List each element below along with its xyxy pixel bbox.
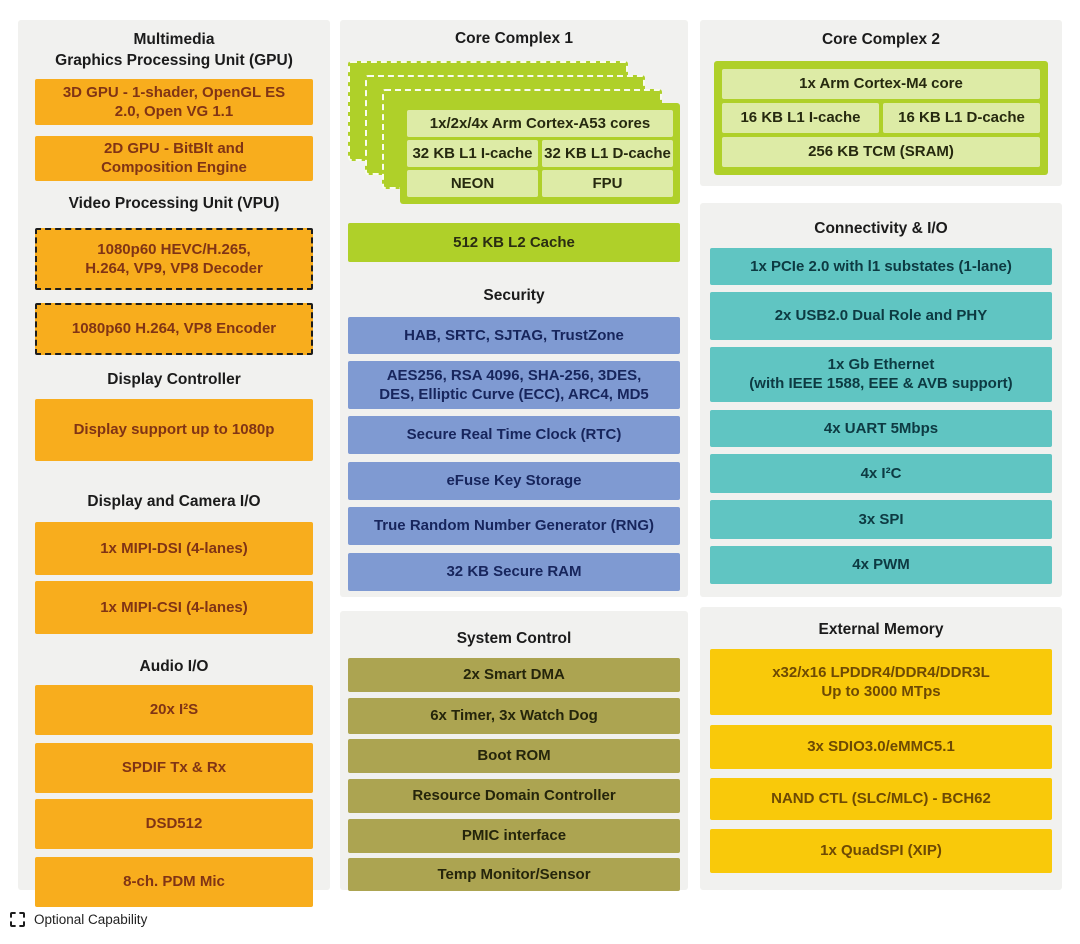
block-resource-domain-controller: Resource Domain Controller (348, 778, 680, 813)
section-title-audio-io: Audio I/O (139, 657, 209, 675)
cell-tcm-sram: 256 KB TCM (SRAM) (722, 136, 1040, 167)
section-title-external-memory: External Memory (818, 621, 944, 638)
block-ethernet: 1x Gb Ethernet (with IEEE 1588, EEE & AV… (710, 346, 1052, 402)
panel-connectivity-io: Connectivity & I/O 1x PCIe 2.0 with l1 s… (700, 203, 1062, 597)
block-spdif: SPDIF Tx & Rx (35, 742, 313, 793)
block-vpu-decoder: 1080p60 HEVC/H.265, H.264, VP9, VP8 Deco… (35, 227, 313, 290)
block-pwm: 4x PWM (710, 545, 1052, 584)
cell-a53-cores: 1x/2x/4x Arm Cortex-A53 cores (407, 109, 673, 137)
block-i2s: 20x I²S (35, 684, 313, 735)
block-secure-ram: 32 KB Secure RAM (348, 552, 680, 591)
block-mipi-dsi: 1x MIPI-DSI (4-lanes) (35, 521, 313, 575)
block-pmic-interface: PMIC interface (348, 818, 680, 853)
block-usb: 2x USB2.0 Dual Role and PHY (710, 291, 1052, 340)
panel-multimedia: Multimedia Graphics Processing Unit (GPU… (18, 20, 330, 907)
block-temp-monitor: Temp Monitor/Sensor (348, 857, 680, 891)
panel-external-memory: External Memory x32/x16 LPDDR4/DDR4/DDR3… (700, 607, 1062, 890)
block-i2c: 4x I²C (710, 453, 1052, 493)
block-spi: 3x SPI (710, 499, 1052, 539)
legend-optional-capability: Optional Capability (10, 912, 147, 927)
block-quadspi: 1x QuadSPI (XIP) (710, 828, 1052, 873)
cc2-card: 1x Arm Cortex-M4 core 16 KB L1 I-cache 1… (714, 60, 1048, 175)
block-efuse-key-storage: eFuse Key Storage (348, 461, 680, 500)
block-lpddr4: x32/x16 LPDDR4/DDR4/DDR3L Up to 3000 MTp… (710, 648, 1052, 715)
cell-m4-l1-icache: 16 KB L1 I-cache (722, 102, 879, 133)
section-title-system-control: System Control (456, 630, 572, 647)
section-title-core-complex-1: Core Complex 1 (454, 30, 573, 47)
section-title-gpu: Multimedia Graphics Processing Unit (GPU… (55, 31, 293, 69)
panel-system-control: System Control 2x Smart DMA 6x Timer, 3x… (340, 611, 688, 891)
block-vpu-encoder: 1080p60 H.264, VP8 Encoder (35, 302, 313, 355)
cell-a53-l1-icache: 32 KB L1 I-cache (407, 139, 538, 167)
block-dsd512: DSD512 (35, 798, 313, 849)
block-boot-rom: Boot ROM (348, 738, 680, 773)
block-display-support: Display support up to 1080p (35, 398, 313, 461)
section-title-display-camera-io: Display and Camera I/O (87, 492, 261, 510)
block-timer-watchdog: 6x Timer, 3x Watch Dog (348, 697, 680, 734)
section-title-vpu: Video Processing Unit (VPU) (68, 194, 280, 212)
block-pdm-mic: 8-ch. PDM Mic (35, 856, 313, 907)
section-title-connectivity-io: Connectivity & I/O (814, 220, 948, 237)
block-secure-rtc: Secure Real Time Clock (RTC) (348, 415, 680, 454)
block-nand-ctl: NAND CTL (SLC/MLC) - BCH62 (710, 777, 1052, 820)
block-hab-trustzone: HAB, SRTC, SJTAG, TrustZone (348, 316, 680, 354)
cell-a53-l1-dcache: 32 KB L1 D-cache (542, 139, 673, 167)
section-title-security: Security (483, 286, 545, 304)
block-crypto-engines: AES256, RSA 4096, SHA-256, 3DES, DES, El… (348, 360, 680, 409)
block-3d-gpu: 3D GPU - 1-shader, OpenGL ES 2.0, Open V… (35, 78, 313, 125)
block-smart-dma: 2x Smart DMA (348, 657, 680, 692)
block-rng: True Random Number Generator (RNG) (348, 506, 680, 545)
block-mipi-csi: 1x MIPI-CSI (4-lanes) (35, 580, 313, 634)
optional-capability-icon (10, 912, 25, 927)
section-title-core-complex-2: Core Complex 2 (821, 31, 940, 48)
block-sdio-emmc: 3x SDIO3.0/eMMC5.1 (710, 724, 1052, 769)
legend-optional-label: Optional Capability (34, 912, 148, 927)
section-title-display-controller: Display Controller (107, 370, 241, 388)
panel-core-complex-2: Core Complex 2 1x Arm Cortex-M4 core 16 … (700, 20, 1062, 186)
core-complex-1-stack: 1x/2x/4x Arm Cortex-A53 cores 32 KB L1 I… (348, 60, 680, 204)
cell-neon: NEON (407, 169, 538, 197)
cell-fpu: FPU (542, 169, 673, 197)
cc1-card: 1x/2x/4x Arm Cortex-A53 cores 32 KB L1 I… (400, 102, 680, 204)
block-pcie: 1x PCIe 2.0 with l1 substates (1-lane) (710, 247, 1052, 285)
cell-m4-core: 1x Arm Cortex-M4 core (722, 68, 1040, 99)
block-2d-gpu: 2D GPU - BitBlt and Composition Engine (35, 135, 313, 181)
block-uart: 4x UART 5Mbps (710, 409, 1052, 447)
block-l2-cache: 512 KB L2 Cache (348, 222, 680, 262)
panel-core-complex-1-security: Core Complex 1 1x/2x/4x Arm Cortex-A53 c… (340, 20, 688, 597)
cell-m4-l1-dcache: 16 KB L1 D-cache (883, 102, 1040, 133)
